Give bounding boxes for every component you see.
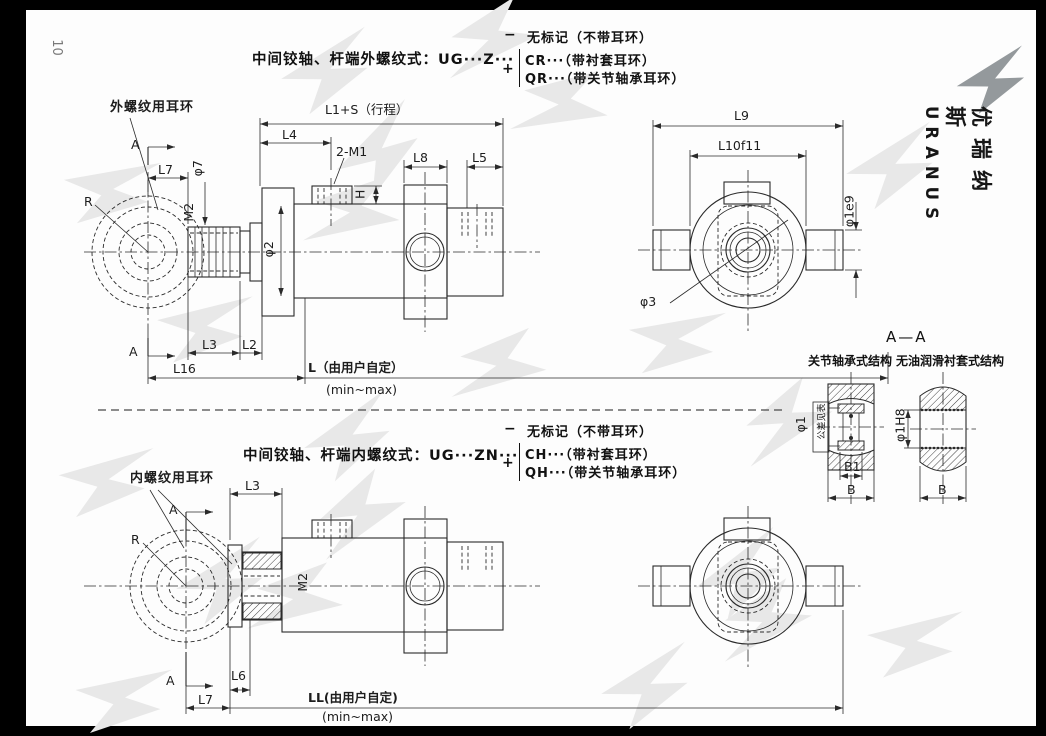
dim-l7-label-bottom: L7 [198,692,213,707]
dim-b-label-right: B [938,482,947,497]
bottom-side-view-drawing [84,488,844,714]
brand-logo-text: 优瑞纳斯 URANUS [920,106,994,226]
page-number: 10 [48,39,64,56]
bottom-plus-sign: + [502,455,514,471]
dim-phi1-label: φ1 [792,416,808,433]
top-minus-sign: − [504,27,516,43]
bottom-section-a-mark-lower: A [166,673,175,688]
dim-l6-label: L6 [231,668,246,683]
dim-minmax-label-top: (min~max) [326,382,398,397]
dim-b-label-left: B [847,482,856,497]
dim-phi1e9-label: φ1e9 [841,195,857,228]
top-side-view-drawing [84,117,889,384]
dim-l2-label: L2 [242,337,257,352]
dim-l7-label-top: L7 [158,162,173,177]
bottom-minus-sign: − [504,421,516,437]
top-lug-label: 外螺纹用耳环 [110,100,195,115]
bottom-option-none: 无标记（不带耳环） [527,425,654,440]
dim-l3-label-top: L3 [202,337,217,352]
dim-phi1h8-label: φ1H8 [892,408,908,443]
bottom-section-a-mark-upper: A [169,502,178,517]
dim-l8-label: L8 [413,150,428,165]
dim-minmax-label-bottom: (min~max) [322,709,394,724]
dim-ports-label: 2-M1 [336,144,368,159]
dim-l4-label: L4 [282,127,297,142]
section-aa-title: A—A [886,328,928,346]
dim-l1s-label: L1+S（行程） [325,102,409,117]
dim-ll-user-label: LL(由用户自定) [308,690,398,705]
top-variant-title: 中间铰轴、杆端外螺纹式：UG···Z··· [252,52,515,68]
top-section-a-mark-lower: A [129,344,138,359]
dim-l9-label: L9 [734,108,749,123]
bottom-option-bearing: QH···（带关节轴承耳环） [525,466,687,481]
dim-phi3-label: φ3 [640,294,657,309]
dim-r-label-top: R [84,194,93,209]
dim-phi2-label: φ2 [260,241,276,258]
dim-m2-label-top: M2 [181,202,197,222]
bearing-type-label: 关节轴承式结构 [808,354,893,368]
dim-m2-label-bottom: M2 [295,572,311,592]
top-option-bearing: QR···（带关节轴承耳环） [525,72,686,87]
tolerance-note-label: 公差见表 [817,403,828,440]
dim-h-label: H [352,189,368,199]
brand-name-en: URANUS [922,106,941,226]
bottom-end-view-drawing [638,506,862,670]
bottom-lug-label: 内螺纹用耳环 [130,471,215,486]
dim-l-user-label: L（由用户自定） [308,360,404,375]
dim-l10f11-label: L10f11 [718,138,762,153]
dim-l5-label: L5 [472,150,487,165]
bushing-type-label: 无油润滑衬套式结构 [896,354,1005,368]
bottom-variant-title: 中间铰轴、杆端内螺纹式：UG···ZN··· [243,448,519,464]
dim-b1-label: B1 [844,459,861,474]
brand-name-cn: 优瑞纳斯 [943,106,993,202]
top-end-view-drawing [638,120,862,334]
dim-l3-label-bottom: L3 [245,478,260,493]
dim-l16-label: L16 [173,361,196,376]
bottom-option-bushing: CH···（带衬套耳环） [525,448,657,463]
bottom-option-bracket [519,443,520,481]
top-option-bushing: CR···（带衬套耳环） [525,54,656,69]
section-aa-drawing [812,372,976,504]
top-option-bracket [519,49,520,87]
dim-phi7-label: φ7 [189,160,205,177]
top-plus-sign: + [502,61,514,77]
top-section-a-mark-upper: A [131,137,140,152]
top-option-none: 无标记（不带耳环） [527,31,654,46]
dim-r-label-bottom: R [131,532,140,547]
